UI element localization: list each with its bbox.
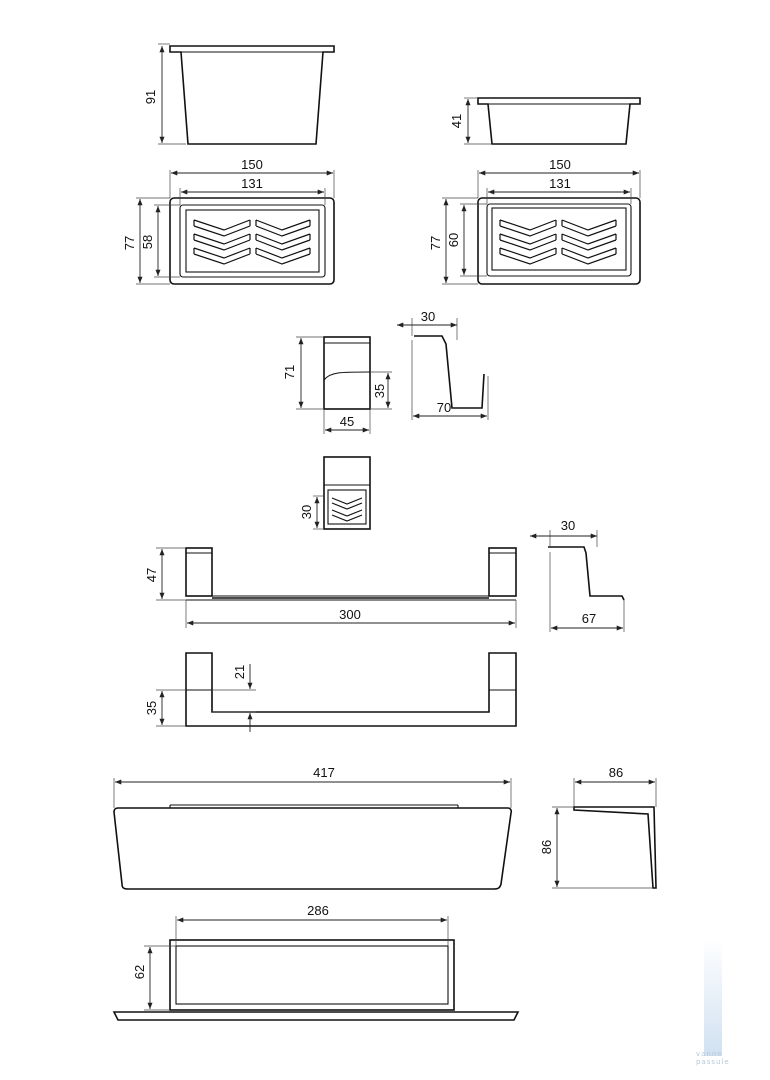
- basket-shallow-elevation: 41: [449, 97, 641, 145]
- dim-basket-shallow-width-outer: 150: [549, 157, 571, 172]
- dim-shelf-top-width: 286: [307, 903, 329, 918]
- shelf-side: 86 86: [539, 765, 657, 889]
- dim-small-holder-height: 71: [282, 365, 297, 379]
- small-holder-top: 30: [299, 456, 371, 530]
- dim-shelf-width: 417: [313, 765, 335, 780]
- small-holder-side: 30 70: [397, 309, 489, 420]
- basket-deep-elevation: 91: [143, 43, 335, 145]
- dim-shelf-side-depth: 86: [609, 765, 623, 780]
- shelf-top: 286 62: [112, 903, 520, 1021]
- watermark-logo: vanne passule: [682, 938, 742, 1068]
- shelf-front: 417: [113, 765, 513, 890]
- watermark-text: vanne passule: [696, 1050, 730, 1066]
- dim-rail-bottom-depth: 67: [582, 611, 596, 626]
- dim-rail-alt-height: 35: [144, 701, 159, 715]
- watermark-bar: [704, 938, 722, 1056]
- dim-small-holder-top-height: 30: [299, 505, 314, 519]
- basket-shallow-top-view: 150 131 77 60: [428, 157, 641, 285]
- dim-basket-deep-height: 91: [143, 90, 158, 104]
- dim-small-holder-width: 45: [340, 414, 354, 429]
- dim-basket-shallow-depth-inner: 60: [446, 233, 461, 247]
- dim-rail-width: 300: [339, 607, 361, 622]
- dim-basket-shallow-width-inner: 131: [549, 176, 571, 191]
- dim-rail-alt-inner: 21: [232, 665, 247, 679]
- drain-pattern: [193, 219, 311, 265]
- dim-basket-deep-width-inner: 131: [241, 176, 263, 191]
- dim-small-holder-lower: 35: [372, 384, 387, 398]
- small-holder-front: 71 35 45: [282, 336, 392, 434]
- dim-basket-deep-depth-outer: 77: [122, 236, 137, 250]
- dim-shelf-top-depth: 62: [132, 965, 147, 979]
- dim-basket-deep-depth-inner: 58: [140, 235, 155, 249]
- rail-front-alt: 35 21: [144, 652, 517, 732]
- dim-small-holder-top-depth: 30: [421, 309, 435, 324]
- rail-front: 47 300: [144, 547, 517, 628]
- dim-basket-deep-width-outer: 150: [241, 157, 263, 172]
- dim-rail-top-depth: 30: [561, 518, 575, 533]
- dim-small-holder-bottom-depth: 70: [437, 400, 451, 415]
- drain-pattern-shallow: [499, 219, 617, 265]
- dim-shelf-side-height: 86: [539, 840, 554, 854]
- basket-deep-top-view: 150 131 77 58: [122, 157, 335, 285]
- rail-side: 30 67: [530, 518, 625, 632]
- dim-basket-shallow-height: 41: [449, 114, 464, 128]
- dim-basket-shallow-depth-outer: 77: [428, 236, 443, 250]
- dim-rail-height: 47: [144, 568, 159, 582]
